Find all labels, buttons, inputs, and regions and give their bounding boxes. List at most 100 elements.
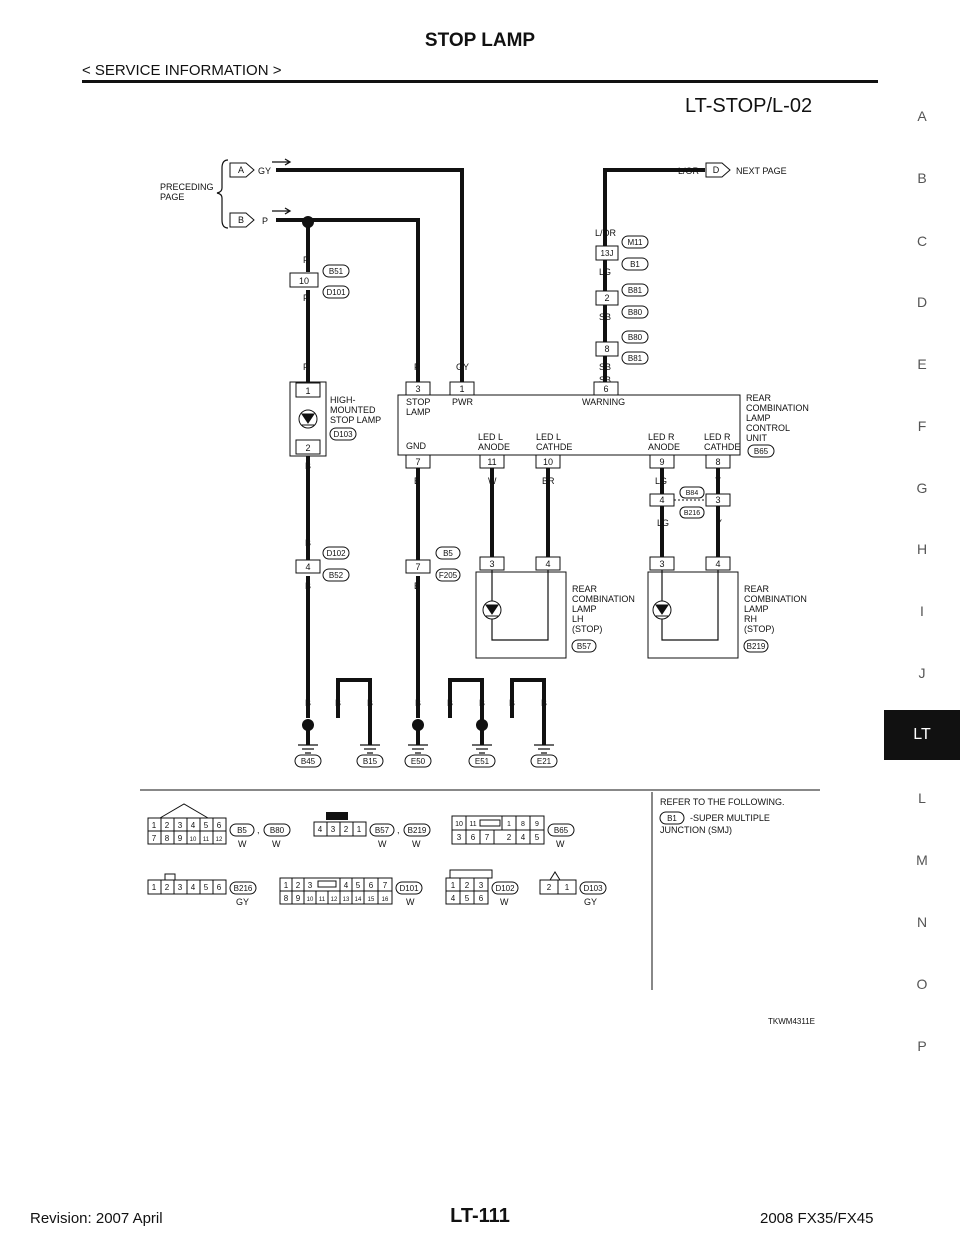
pin-label: 9 [659,457,664,467]
index-letter[interactable]: P [917,1038,927,1054]
index-letter[interactable]: F [917,418,927,434]
ground-label: B45 [301,757,316,766]
index-letter[interactable]: B [917,170,927,186]
connector-tag-label: B219 [408,826,427,835]
conn5-grid [279,877,393,905]
pin-label: 11 [319,897,326,903]
unit-label: REAR [746,393,772,403]
pin-label: 9 [535,821,539,828]
wire-color: W [556,839,565,849]
connector-tag [621,235,649,249]
connector-tag-label: B81 [628,286,643,295]
pin-label: 11 [203,837,210,843]
footer-model: 2008 FX35/FX45 [760,1210,874,1227]
wire-color: W [412,839,421,849]
led-icon [485,604,499,617]
pin-label: 1 [459,384,464,394]
connector-tag-label: B57 [577,642,592,651]
pin-label: 6 [479,894,484,903]
index-letter[interactable]: M [916,852,928,868]
led-icon [301,413,315,426]
pin-label: 4 [191,883,196,892]
wire-b: B [305,581,311,591]
index-tab-active[interactable]: LT [884,710,960,760]
terminal-label: STOP [406,397,430,407]
conn4-pins: 1 2 3 4 5 6 [152,883,222,892]
pin-box [405,559,431,574]
conn7-grid [539,879,577,895]
connector-tag-label: D103 [333,430,353,439]
pin-label: 9 [296,894,301,903]
pin-label: 12 [331,897,338,903]
pin-label: 1 [565,883,570,892]
index-letter[interactable]: D [916,294,928,310]
index-letter[interactable]: G [916,480,928,496]
pin-label: 4 [545,559,550,569]
index-letter[interactable]: E [917,356,927,372]
pin-label: 1 [152,821,157,830]
connector-tag [679,486,705,499]
index-letter[interactable]: A [917,108,927,124]
index-letter[interactable]: H [916,541,928,557]
pin-box [295,559,321,574]
wire-b: B [414,581,420,591]
pin-label: 5 [204,883,209,892]
pin-label: 8 [165,834,170,843]
index-letter[interactable]: L [918,790,926,806]
wire-gy: GY [456,362,469,372]
ground-icon [360,744,380,754]
index-letter[interactable]: O [916,976,928,992]
connector-tag-label: B5 [443,549,453,558]
smj-text: JUNCTION (SMJ) [660,825,732,835]
pin-box [479,454,505,469]
connector-tag-label: B84 [686,490,699,497]
connector-lock-icon [159,803,209,819]
connector-tag [743,639,769,653]
wire-b-e21-path [510,678,546,745]
preceding-label: PAGE [160,192,184,202]
pin-label: 4 [521,833,526,842]
terminal-label: WARNING [582,397,625,407]
led-icon [655,604,669,617]
connector-tag [403,823,431,837]
conn6-pins: 1 2 3 4 5 6 [451,881,484,903]
connector-tag-label: B80 [628,308,643,317]
connector-tag [491,881,519,895]
pin-label: 3 [715,495,720,505]
index-letter[interactable]: I [920,603,924,619]
unit-label: LAMP [746,413,771,423]
wire-b: B [305,538,311,548]
connector-tag [435,568,461,582]
lh-label: LH [572,614,584,624]
connector-d-box [705,162,731,178]
splice-dot [302,216,314,228]
pin-label: 10 [299,276,309,286]
comma: , [397,825,400,835]
pin-box [295,382,321,398]
pin-label: 8 [521,821,525,828]
refer-label: REFER TO THE FOLLOWING. [660,797,785,807]
control-unit-box [397,394,741,456]
pin-label: 1 [284,881,289,890]
ground-label: B15 [363,757,378,766]
wire-color: GY [236,897,249,907]
connector-tag [322,264,350,278]
connector-tag [547,823,575,837]
index-letter[interactable]: C [916,233,928,249]
pin-label: 1 [357,825,362,834]
connector-tag [294,754,322,768]
connector-tag-label: B81 [628,354,643,363]
index-letter[interactable]: N [916,914,928,930]
pin-label: 13 [343,897,350,903]
connector-tag [404,754,432,768]
pin-label: 9 [178,834,183,843]
wire-sb: SB [599,362,611,372]
connector-tag [530,754,558,768]
connector-tag [395,881,423,895]
wiring-diagram: PRECEDING PAGE A GY B P L/OR D NEXT PAGE [140,158,820,1026]
index-letter[interactable]: J [918,665,926,681]
pin-label: 1 [305,386,310,396]
lh-label: REAR [572,584,598,594]
wire-w: W [488,476,497,486]
pin-box [593,381,619,396]
